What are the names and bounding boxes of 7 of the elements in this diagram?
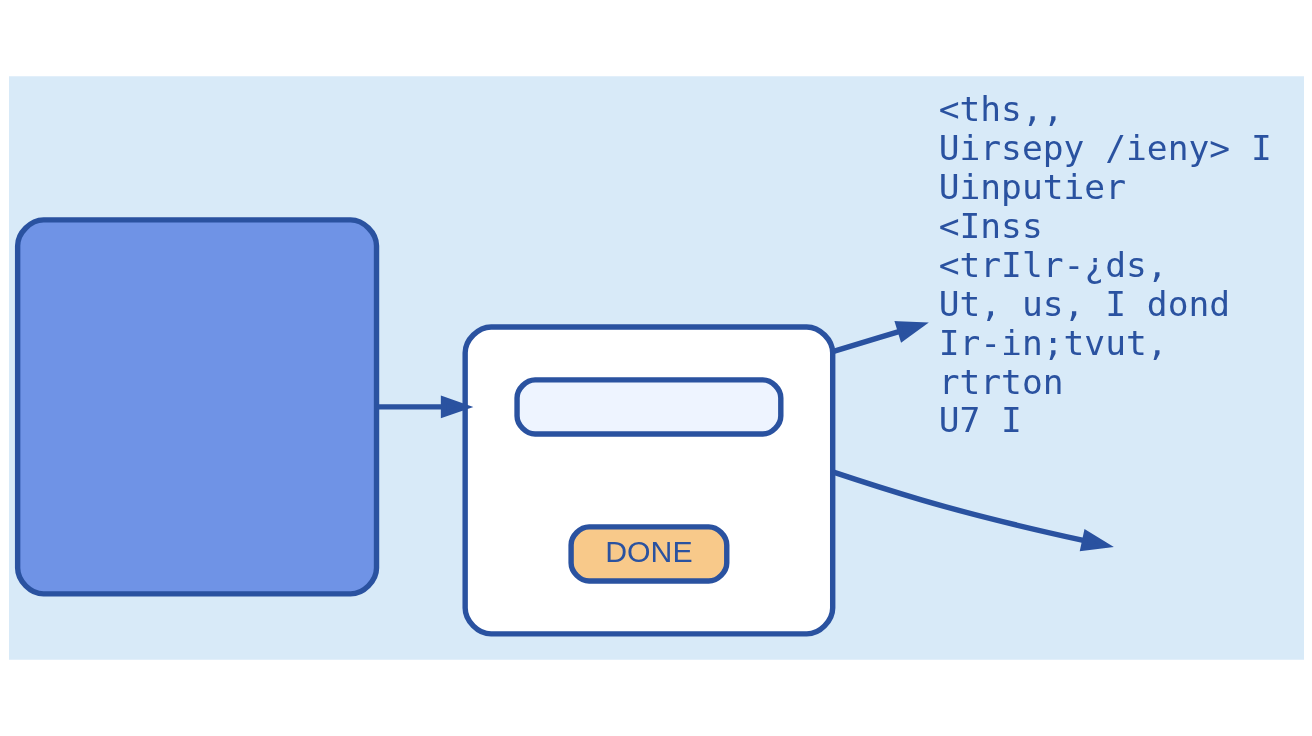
node-box [513,377,783,437]
node-text: <ths,, Uirsepy /ieny> I Uinputier <Inss <trIlr-¿ds, Ut, us, I dond Ir-in;tvut, rtrton U7 I [938,89,1272,441]
arrow [376,395,473,419]
node-box [14,217,379,597]
node-box: DONE [567,524,729,584]
arrow [831,321,929,355]
cluster [461,324,835,637]
